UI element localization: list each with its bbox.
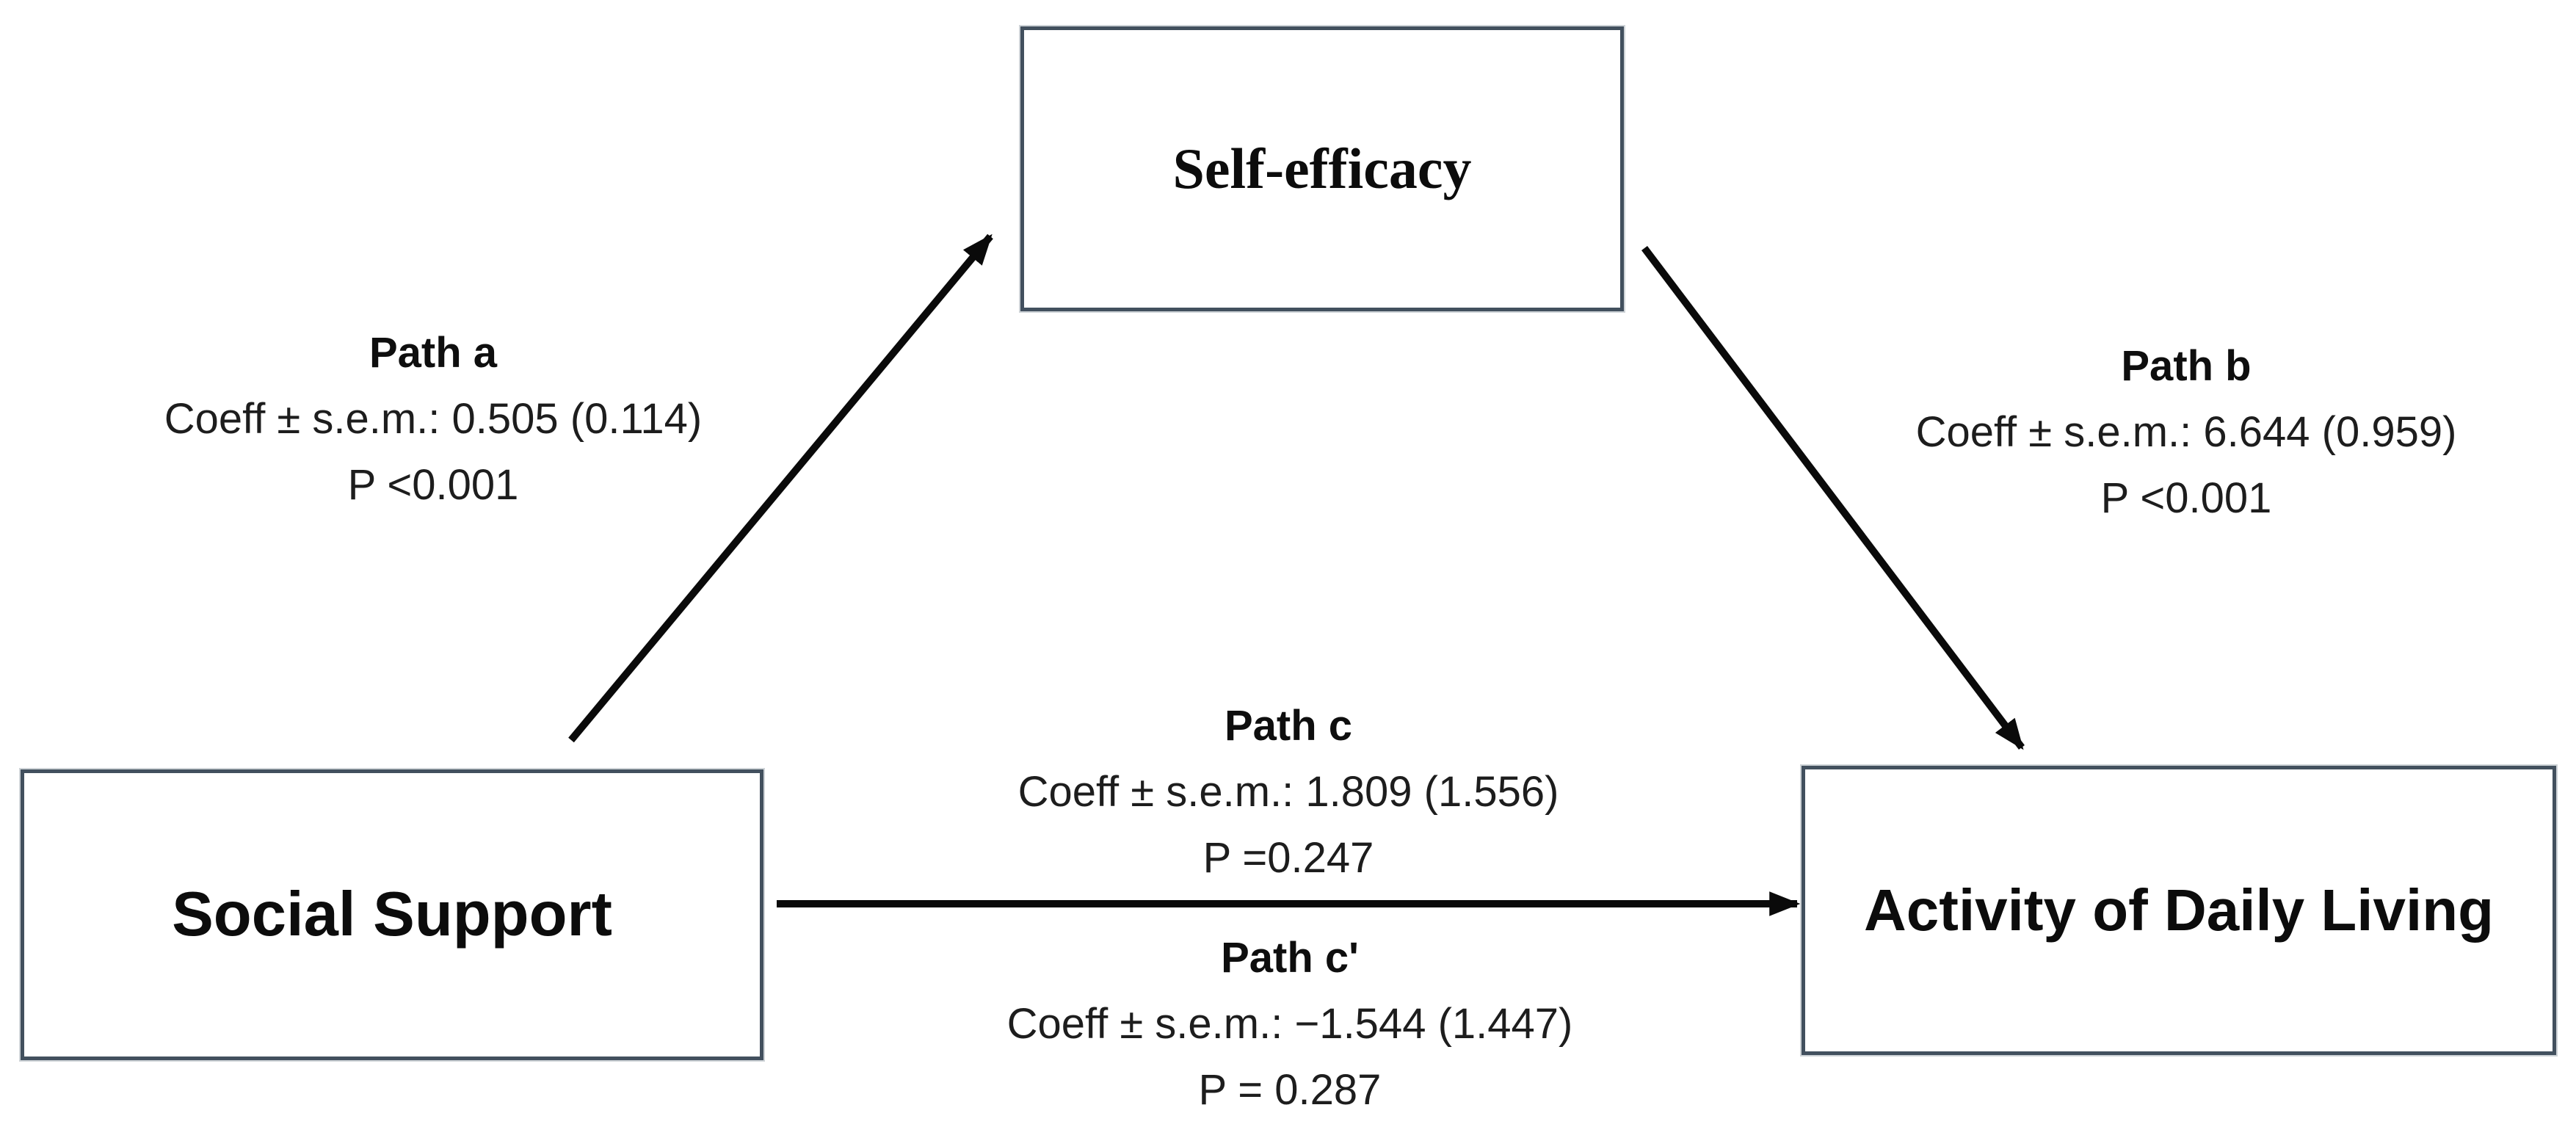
node-self-efficacy: Self-efficacy xyxy=(1020,26,1624,311)
node-social-support-label: Social Support xyxy=(172,880,612,949)
node-social-support: Social Support xyxy=(21,769,763,1060)
path-c-pvalue: P =0.247 xyxy=(1202,834,1374,882)
path-a-pvalue: P <0.001 xyxy=(347,461,519,509)
node-activity-of-daily-living: Activity of Daily Living xyxy=(1802,766,2556,1055)
path-a-coeff: Coeff ± s.e.m.: 0.505 (0.114) xyxy=(164,395,703,443)
path-b-title: Path b xyxy=(2121,342,2252,390)
node-adl-label: Activity of Daily Living xyxy=(1864,877,2494,943)
path-b-pvalue: P <0.001 xyxy=(2100,474,2272,522)
path-a-title: Path a xyxy=(369,329,498,377)
path-c-coeff: Coeff ± s.e.m.: 1.809 (1.556) xyxy=(1017,768,1559,816)
path-a-label-block: Path a Coeff ± s.e.m.: 0.505 (0.114) P <… xyxy=(103,320,763,518)
path-c-prime-label-block: Path c' Coeff ± s.e.m.: −1.544 (1.447) P… xyxy=(915,925,1664,1123)
node-self-efficacy-label: Self-efficacy xyxy=(1172,137,1472,200)
path-c-prime-coeff: Coeff ± s.e.m.: −1.544 (1.447) xyxy=(1006,1000,1573,1048)
path-c-label-block: Path c Coeff ± s.e.m.: 1.809 (1.556) P =… xyxy=(914,693,1663,891)
path-b-coeff: Coeff ± s.e.m.: 6.644 (0.959) xyxy=(1915,408,2457,456)
path-c-title: Path c xyxy=(1224,702,1353,750)
path-b-label-block: Path b Coeff ± s.e.m.: 6.644 (0.959) P <… xyxy=(1812,333,2561,532)
path-c-prime-pvalue: P = 0.287 xyxy=(1198,1066,1382,1114)
path-c-prime-title: Path c' xyxy=(1221,934,1359,982)
